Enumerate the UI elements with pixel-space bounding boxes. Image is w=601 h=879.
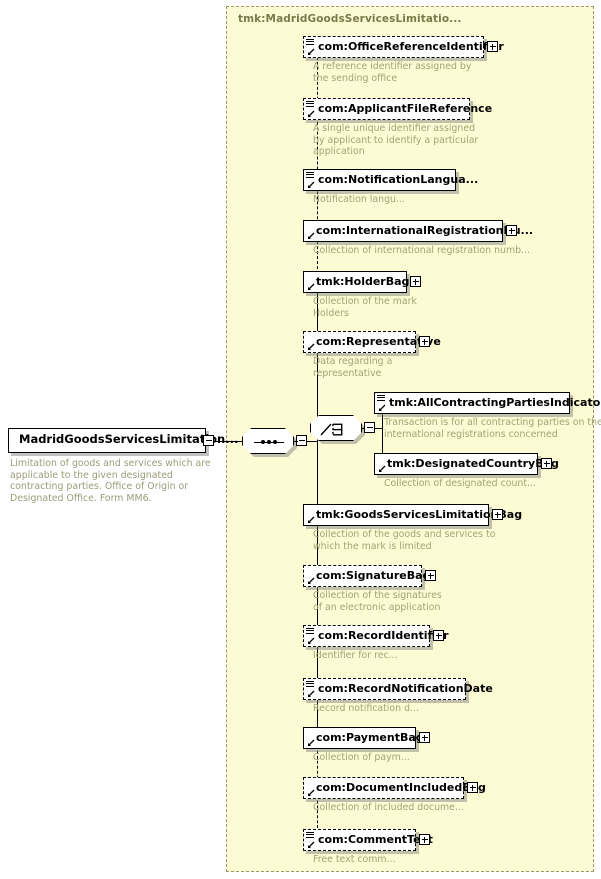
element-annotation: Collection of included docume...	[313, 802, 464, 813]
expand-button[interactable]	[410, 276, 421, 287]
root-annotation: Limitation of goods and services which a…	[10, 458, 211, 504]
expand-button[interactable]	[419, 834, 430, 845]
element-annotation: Free text comm...	[313, 854, 396, 865]
connector-choice-stub-left	[362, 427, 365, 429]
sequence-marker-icon	[377, 393, 386, 402]
group-title: tmk:MadridGoodsServicesLimitatio...	[238, 13, 462, 25]
element-box-main-4[interactable]: tmk:HolderBag	[303, 271, 410, 293]
element-box-choice-1[interactable]: tmk:DesignatedCountryBag	[374, 453, 559, 475]
element-annotation: Notification langu...	[313, 194, 405, 205]
element-box-choice-0[interactable]: tmk:AllContractingPartiesIndicator	[374, 392, 601, 414]
spine-lower-solid	[317, 440, 319, 742]
element-annotation: Record notification d...	[313, 703, 419, 714]
element-box-main-10[interactable]: com:PaymentBag	[303, 727, 424, 749]
sequence-marker-icon	[306, 830, 315, 839]
element-reference-arrow-icon	[307, 283, 315, 291]
element-box-main-8[interactable]: com:RecordIdentifier	[303, 625, 449, 647]
element-label: com:RecordNotificationDate	[318, 682, 493, 695]
expand-button[interactable]	[419, 336, 430, 347]
element-annotation: A single unique identifier assigned by a…	[313, 123, 479, 157]
element-label: tmk:GoodsServicesLimitationBag	[316, 508, 523, 521]
element-reference-arrow-icon	[307, 841, 315, 849]
element-label: com:ApplicantFileReference	[318, 102, 493, 115]
element-box-main-6[interactable]: tmk:GoodsServicesLimitationBag	[303, 504, 523, 526]
element-box-main-11[interactable]: com:DocumentIncludedBag	[303, 777, 486, 799]
connector-seq-stub-left	[294, 440, 298, 442]
element-reference-arrow-icon	[307, 110, 315, 118]
element-label: com:SignatureBag	[316, 569, 431, 582]
element-box-main-3[interactable]: com:InternationalRegistrationNu...	[303, 220, 534, 242]
element-label: com:InternationalRegistrationNu...	[316, 224, 534, 237]
element-label: tmk:HolderBag	[316, 275, 410, 288]
connector-root-to-sequence	[214, 440, 243, 442]
sequence-marker-icon	[306, 99, 315, 108]
root-element-box[interactable]: MadridGoodsServicesLimitation...	[8, 428, 239, 453]
element-annotation: Transaction is for all contracting parti…	[384, 417, 601, 440]
element-annotation: A reference identifier assigned by the s…	[313, 61, 472, 84]
sequence-marker-icon	[306, 37, 315, 46]
expand-button[interactable]	[541, 458, 552, 469]
element-annotation: Collection of the mark Holders	[313, 296, 417, 319]
expand-button[interactable]	[433, 630, 444, 641]
root-element-node[interactable]: MadridGoodsServicesLimitation...	[8, 428, 239, 453]
element-reference-arrow-icon	[307, 48, 315, 56]
element-box-main-9[interactable]: com:RecordNotificationDate	[303, 678, 493, 700]
expand-button[interactable]	[425, 570, 436, 581]
sequence-marker-icon	[306, 679, 315, 688]
element-annotation: Collection of the goods and services to …	[313, 529, 496, 552]
element-reference-arrow-icon	[307, 181, 315, 189]
element-box-main-0[interactable]: com:OfficeReferenceIdentifier	[303, 36, 504, 58]
expand-button[interactable]	[419, 732, 430, 743]
element-annotation: Collection of designated count...	[384, 478, 536, 489]
element-reference-arrow-icon	[307, 637, 315, 645]
element-reference-arrow-icon	[307, 343, 315, 351]
sequence-node-box[interactable]	[242, 428, 294, 454]
element-label: com:PaymentBag	[316, 731, 424, 744]
element-reference-arrow-icon	[307, 577, 315, 585]
element-annotation: Identifier for rec...	[313, 650, 398, 661]
connector-seq-stub-right	[307, 440, 318, 442]
root-collapse-button[interactable]	[203, 435, 214, 446]
sequence-marker-icon	[306, 170, 315, 179]
element-reference-arrow-icon	[307, 789, 315, 797]
element-reference-arrow-icon	[378, 404, 386, 412]
element-label: com:NotificationLangua...	[318, 173, 479, 186]
spine-upper-dashed	[317, 47, 318, 284]
element-label: com:CommentText	[318, 833, 433, 846]
element-reference-arrow-icon	[307, 232, 315, 240]
element-box-main-7[interactable]: com:SignatureBag	[303, 565, 431, 587]
element-reference-arrow-icon	[307, 690, 315, 698]
element-label: com:OfficeReferenceIdentifier	[318, 40, 504, 53]
element-annotation: Collection of international registration…	[313, 245, 530, 256]
choice-icon	[320, 423, 343, 436]
element-label: tmk:AllContractingPartiesIndicator	[389, 396, 601, 409]
element-label: com:DocumentIncludedBag	[316, 781, 486, 794]
element-label: com:Representative	[316, 335, 441, 348]
sequence-marker-icon	[306, 626, 315, 635]
choice-collapse-button[interactable]	[364, 422, 375, 433]
element-box-main-1[interactable]: com:ApplicantFileReference	[303, 98, 493, 120]
element-annotation: Data regarding a representative	[313, 356, 393, 379]
expand-button[interactable]	[487, 41, 498, 52]
choice-node-box[interactable]	[310, 415, 362, 441]
element-reference-arrow-icon	[307, 739, 315, 747]
expand-button[interactable]	[492, 509, 503, 520]
expand-button[interactable]	[467, 782, 478, 793]
root-element-label: MadridGoodsServicesLimitation...	[19, 432, 239, 446]
expand-button[interactable]	[506, 225, 517, 236]
sequence-icon	[254, 440, 284, 444]
choice-spine	[382, 402, 384, 462]
element-label: com:RecordIdentifier	[318, 629, 449, 642]
connector-choice-stub-right	[375, 427, 383, 429]
element-annotation: Collection of paym...	[313, 752, 410, 763]
spine-upper-solid	[317, 283, 319, 441]
element-box-main-12[interactable]: com:CommentText	[303, 829, 433, 851]
element-reference-arrow-icon	[378, 465, 386, 473]
element-label: tmk:DesignatedCountryBag	[387, 457, 559, 470]
element-annotation: Collection of the signatures of an elect…	[313, 590, 442, 613]
element-box-main-2[interactable]: com:NotificationLangua...	[303, 169, 479, 191]
element-box-main-5[interactable]: com:Representative	[303, 331, 441, 353]
element-reference-arrow-icon	[307, 516, 315, 524]
